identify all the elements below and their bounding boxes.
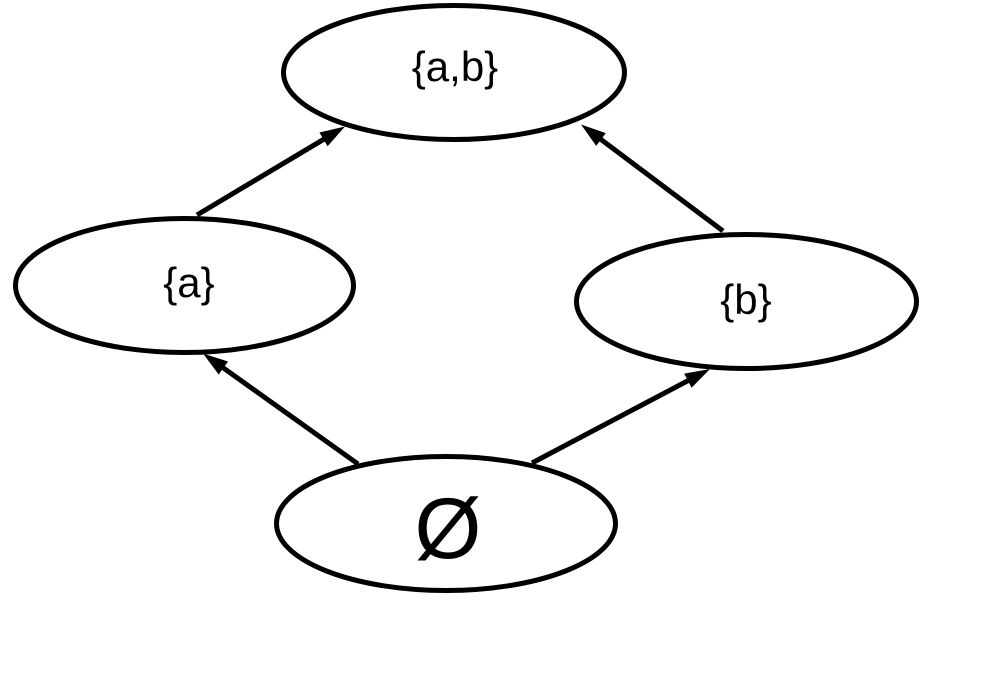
- svg-text:Ø: Ø: [415, 481, 482, 577]
- svg-text:{a}: {a}: [163, 259, 214, 306]
- svg-text:{a,b}: {a,b}: [412, 43, 498, 90]
- svg-text:{b}: {b}: [720, 276, 771, 323]
